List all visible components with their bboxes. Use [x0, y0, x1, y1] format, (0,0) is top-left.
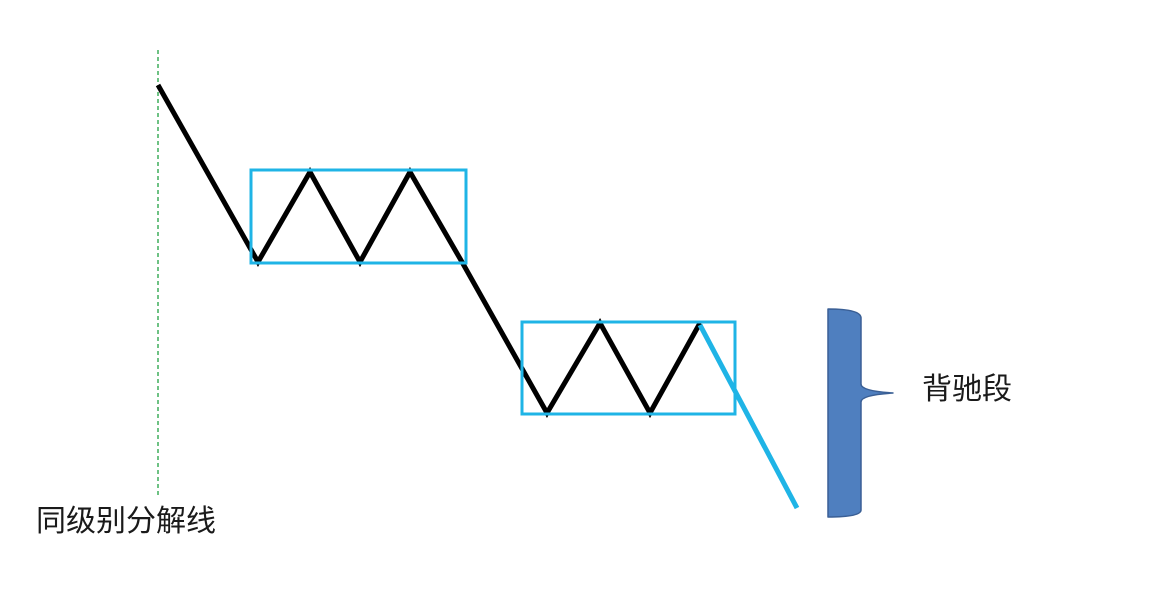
pivot-box-2: [520, 320, 737, 416]
pivot-box-1: [249, 168, 468, 265]
price-trend-line: [155, 83, 703, 419]
divergence-leg-line: [697, 323, 800, 510]
divergence-bracket: [827, 308, 894, 518]
divergence-segment-label: 背驰段: [922, 372, 1012, 407]
divider-line-label: 同级别分解线: [36, 504, 216, 539]
